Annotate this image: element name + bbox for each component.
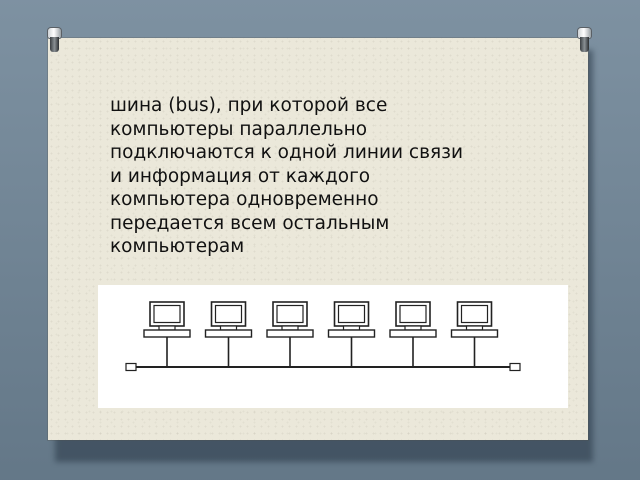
slide-body-text: шина (bus), при которой все компьютеры п… <box>110 95 463 257</box>
computer-6-icon <box>450 301 499 367</box>
bus-terminator-right <box>509 362 521 372</box>
computer-1-icon <box>143 301 191 367</box>
pushpin-icon <box>578 28 591 54</box>
computer-4-icon <box>327 301 376 367</box>
pushpin-icon <box>48 28 61 54</box>
computer-2-icon <box>204 301 253 367</box>
bus-topology-diagram <box>98 285 568 408</box>
bus-terminator-left <box>125 362 137 372</box>
bus-topology-svg <box>125 301 521 372</box>
computer-5-icon <box>389 301 437 367</box>
computer-3-icon <box>266 301 314 367</box>
